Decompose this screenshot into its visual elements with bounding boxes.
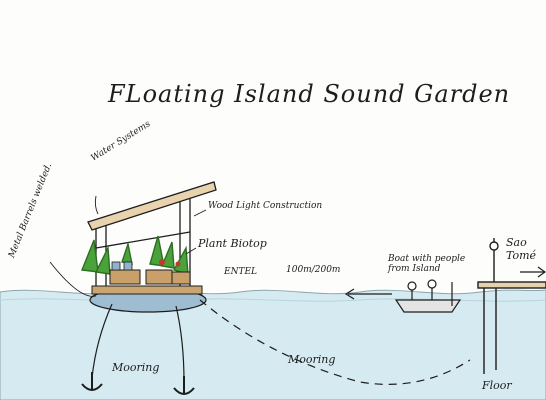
plant-biotop [81,235,189,275]
water-surface [0,289,546,400]
island-deck [91,285,203,295]
mooring-lines [91,299,471,385]
planter-boxes [109,269,191,285]
label-boat: Boat with people from Island [388,254,466,275]
label-distance: 100m/200m [286,265,341,275]
label-sao-tome: Sao Tomé [506,236,537,263]
pier [477,238,546,374]
boat [394,279,462,313]
label-wood-light-construction: Wood Light Construction [208,201,323,211]
anchor-icon [173,376,195,395]
label-floor: Floor [482,379,512,392]
anchor-icon [81,372,103,391]
label-mooring-left: Mooring [112,361,160,374]
floating-island [81,181,217,313]
arrow-left-icon [344,288,392,300]
leader-lines [49,195,207,297]
diagram-title: FLoating Island Sound Garden [108,80,511,108]
label-plant-biotop: Plant Biotop [198,237,267,250]
label-entel: ENTEL [224,267,257,277]
arrow-right-icon [520,266,546,278]
label-mooring-right: Mooring [288,353,336,366]
